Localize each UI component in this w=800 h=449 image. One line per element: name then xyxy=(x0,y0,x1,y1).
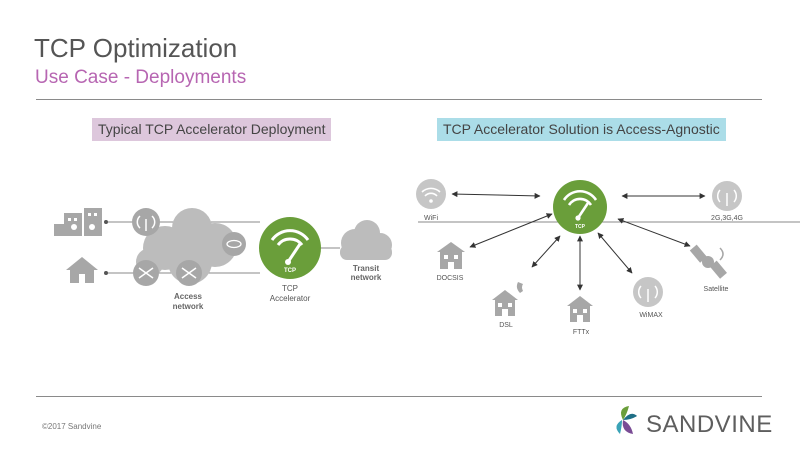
center-tcp-icon-text: TCP xyxy=(575,224,586,230)
fttx-label: FTTx xyxy=(573,329,590,336)
tcp-accelerator-center-icon: TCP xyxy=(553,180,607,234)
dsl-label: DSL xyxy=(499,322,513,329)
sandvine-logo-icon xyxy=(616,406,637,434)
wifi-icon xyxy=(416,179,446,209)
arrow-satellite xyxy=(617,218,691,247)
arrow-dsl xyxy=(531,235,561,268)
tcp-accelerator-label-line1: TCP xyxy=(282,284,298,293)
transit-network-cloud xyxy=(340,220,392,260)
left-heading-box: Typical TCP Accelerator Deployment xyxy=(92,118,332,141)
office-link-dot xyxy=(104,220,108,224)
fttx-building-icon xyxy=(567,296,593,322)
phone-icon xyxy=(516,282,523,293)
mobile-label: 2G,3G,4G xyxy=(711,215,743,222)
arrow-wimax xyxy=(597,232,633,274)
switch-icon-left xyxy=(133,260,159,286)
satellite-label: Satellite xyxy=(704,286,729,293)
mobile-tower-icon xyxy=(712,181,742,211)
switch-icon-right xyxy=(176,260,202,286)
router-icon xyxy=(222,232,246,256)
right-heading-box: TCP Accelerator Solution is Access-Agnos… xyxy=(437,118,726,141)
bottom-divider xyxy=(36,396,762,397)
docsis-label: DOCSIS xyxy=(437,275,464,282)
wimax-tower-icon xyxy=(633,277,663,307)
tcp-icon-text: TCP xyxy=(284,268,296,274)
house-icon xyxy=(66,257,98,283)
wimax-label: WiMAX xyxy=(639,312,663,319)
house-link-dot xyxy=(104,271,108,275)
dsl-building-icon xyxy=(492,290,518,316)
transit-network-label-line1: Transit xyxy=(353,264,380,273)
office-buildings-icon xyxy=(54,208,102,236)
connection-arrows xyxy=(451,191,706,291)
access-network-label-line2: network xyxy=(173,302,204,311)
docsis-building-icon xyxy=(437,242,465,269)
cell-tower-icon xyxy=(132,208,160,236)
transit-network-label-line2: network xyxy=(351,273,382,282)
sandvine-logo-text: SANDVINE xyxy=(646,411,773,438)
tcp-accelerator-label-line2: Accelerator xyxy=(270,294,311,303)
arrow-docsis xyxy=(469,213,553,248)
copyright-footer: ©2017 Sandvine xyxy=(42,422,102,431)
left-diagram: Access network TCP TCP Accelerator Trans… xyxy=(54,208,392,311)
right-diagram: TCP WiFi 2G,3G,4G DOCSIS xyxy=(416,179,800,336)
access-network-label-line1: Access xyxy=(174,292,203,301)
tcp-accelerator-icon: TCP xyxy=(259,217,321,279)
arrow-wifi xyxy=(451,191,541,199)
satellite-icon xyxy=(689,244,727,279)
top-divider xyxy=(36,99,762,100)
wifi-label: WiFi xyxy=(424,215,438,222)
slide-subtitle: Use Case - Deployments xyxy=(35,67,247,88)
slide-title: TCP Optimization xyxy=(34,33,238,63)
